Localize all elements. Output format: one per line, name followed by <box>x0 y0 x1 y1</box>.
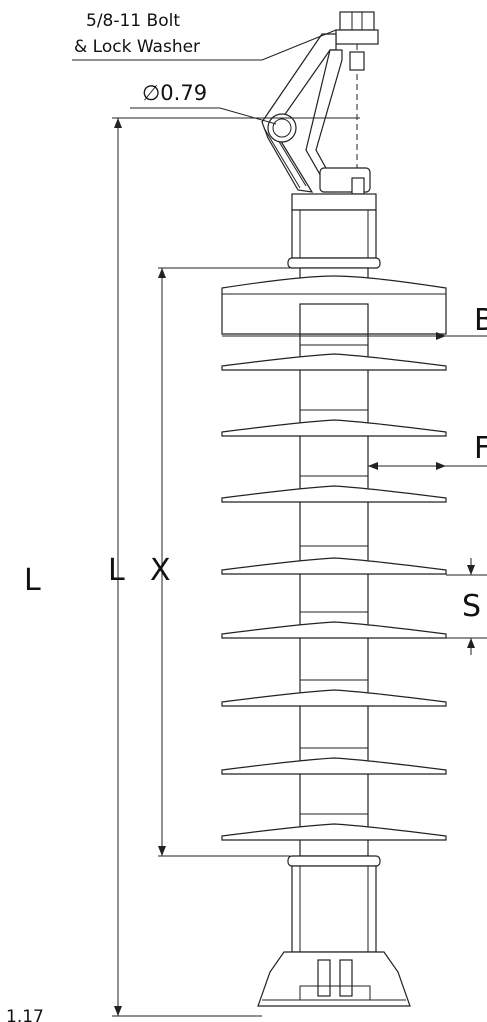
dimension-L-outer: L <box>24 563 41 598</box>
bolt-callout-line2: & Lock Washer <box>74 37 200 57</box>
bottom-dimension-note: 1.17 <box>6 1007 44 1022</box>
dimension-B: B <box>474 303 487 338</box>
dimension-X: X <box>150 553 171 588</box>
dimension-F: F <box>474 431 487 466</box>
dimension-lines <box>72 29 487 1017</box>
shed-8 <box>221 757 447 775</box>
shed-2 <box>221 353 447 371</box>
shed-7 <box>221 689 447 707</box>
shed-9 <box>221 823 447 841</box>
shed-4 <box>221 485 447 503</box>
bolt-callout-line1: 5/8-11 Bolt <box>86 11 180 31</box>
shed-5 <box>221 557 447 575</box>
top-bracket <box>261 11 379 195</box>
shed-3 <box>221 419 447 437</box>
shed-6 <box>221 621 447 639</box>
diameter-label: ∅0.79 <box>142 81 207 105</box>
dimension-L-inner: L <box>108 553 125 588</box>
lower-end-fitting <box>257 855 411 1007</box>
dimension-S: S <box>462 589 481 624</box>
sheds <box>221 275 447 841</box>
upper-end-fitting <box>287 193 381 269</box>
